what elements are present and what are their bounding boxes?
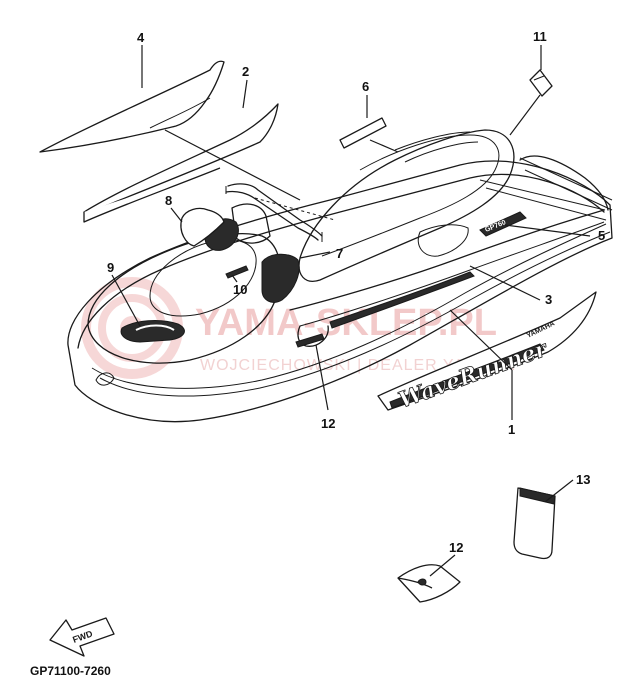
callout-2: 2	[242, 64, 249, 79]
callout-numbers: 4 2 6 11 8 9 10 7 5 3 1 12 13 12	[107, 29, 605, 555]
part-6-decal	[339, 117, 387, 149]
watermark-subtitle: WOJCIECHOWSKI | DEALER YAMAHA	[200, 357, 515, 374]
part-2-decal	[83, 103, 279, 223]
callout-13: 13	[576, 472, 590, 487]
leader-lines	[111, 45, 591, 577]
callout-12-body: 12	[321, 416, 335, 431]
callout-10: 10	[233, 282, 247, 297]
callout-3: 3	[545, 292, 552, 307]
callout-12-pouch: 12	[449, 540, 463, 555]
decal-12-on-body	[295, 333, 325, 348]
body-decals: GP760	[120, 211, 527, 348]
callout-6: 6	[362, 79, 369, 94]
decal-3-on-body	[329, 271, 475, 329]
fwd-arrow: FWD	[49, 617, 115, 657]
callout-4: 4	[137, 30, 145, 45]
part-13-label	[513, 487, 556, 560]
decal-7-on-body	[261, 253, 300, 303]
decal-10-on-body	[225, 265, 249, 279]
decal-9-on-body	[120, 320, 185, 343]
part-8-decal	[180, 207, 225, 247]
part-4-decal	[39, 60, 225, 153]
part-11-decal	[529, 69, 553, 97]
callout-11: 11	[533, 29, 547, 44]
watercraft-body	[67, 129, 613, 423]
decal-5-on-body: GP760	[479, 211, 527, 237]
callout-9: 9	[107, 260, 114, 275]
callout-8: 8	[165, 193, 172, 208]
part-12-pouch	[397, 564, 461, 603]
callout-1: 1	[508, 422, 515, 437]
callout-7: 7	[336, 246, 343, 261]
part-code: GP71100-7260	[30, 664, 111, 678]
callout-5: 5	[598, 228, 605, 243]
waverunner-logo-text: WaveRunner	[395, 335, 552, 413]
